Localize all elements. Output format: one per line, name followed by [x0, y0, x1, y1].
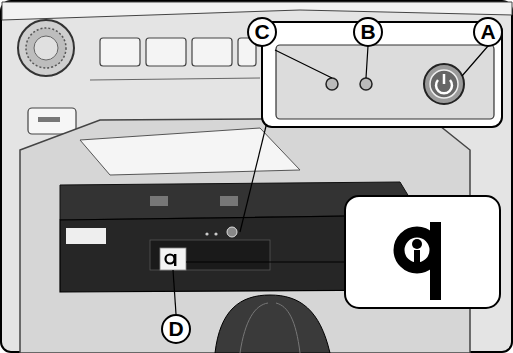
indicator-c	[326, 78, 338, 90]
leader-line	[240, 118, 268, 232]
dashboard-edge	[2, 2, 512, 20]
button-row	[100, 38, 256, 66]
leader-line	[173, 270, 176, 314]
pad-zone	[150, 240, 270, 270]
callout-circle	[162, 315, 190, 343]
qi-marker	[160, 248, 186, 270]
pad-sticker	[66, 228, 106, 244]
inset-panel	[276, 45, 494, 119]
leader-line	[186, 261, 345, 262]
panel-line	[90, 78, 260, 80]
callout-letter: D	[163, 316, 189, 342]
callout-leader	[275, 46, 488, 78]
switch	[28, 108, 76, 134]
power-button-face	[430, 70, 458, 98]
indicator	[214, 232, 217, 235]
knob	[18, 20, 74, 76]
qi-logo-dot	[412, 239, 422, 249]
power-button	[227, 227, 237, 237]
tray-lip	[80, 128, 300, 175]
qi-marker-logo	[174, 254, 176, 266]
power-button-a	[424, 64, 464, 104]
knob-ridge	[26, 28, 66, 68]
qi-marker-logo	[166, 255, 175, 264]
callout-circle	[248, 18, 276, 46]
callout-circle	[474, 18, 502, 46]
callout-circle	[354, 18, 382, 46]
callout-letter: C	[249, 19, 275, 45]
indicator-b	[360, 78, 372, 90]
qi-logo-stem	[414, 250, 420, 264]
knob-cap	[34, 36, 58, 60]
zoom-inset	[262, 22, 502, 127]
qi-logo	[430, 222, 441, 300]
gear-boot	[215, 295, 330, 353]
tray-clip	[220, 196, 238, 206]
console-body	[20, 118, 470, 353]
qi-logo	[399, 232, 435, 268]
tray-clip	[150, 196, 168, 206]
callout-letter: A	[475, 19, 501, 45]
switch-mark	[38, 117, 60, 122]
power-symbol	[443, 74, 446, 84]
qi-inset	[345, 196, 500, 308]
callout-letter: B	[355, 19, 381, 45]
boot-fold	[240, 303, 300, 353]
indicator	[205, 232, 208, 235]
